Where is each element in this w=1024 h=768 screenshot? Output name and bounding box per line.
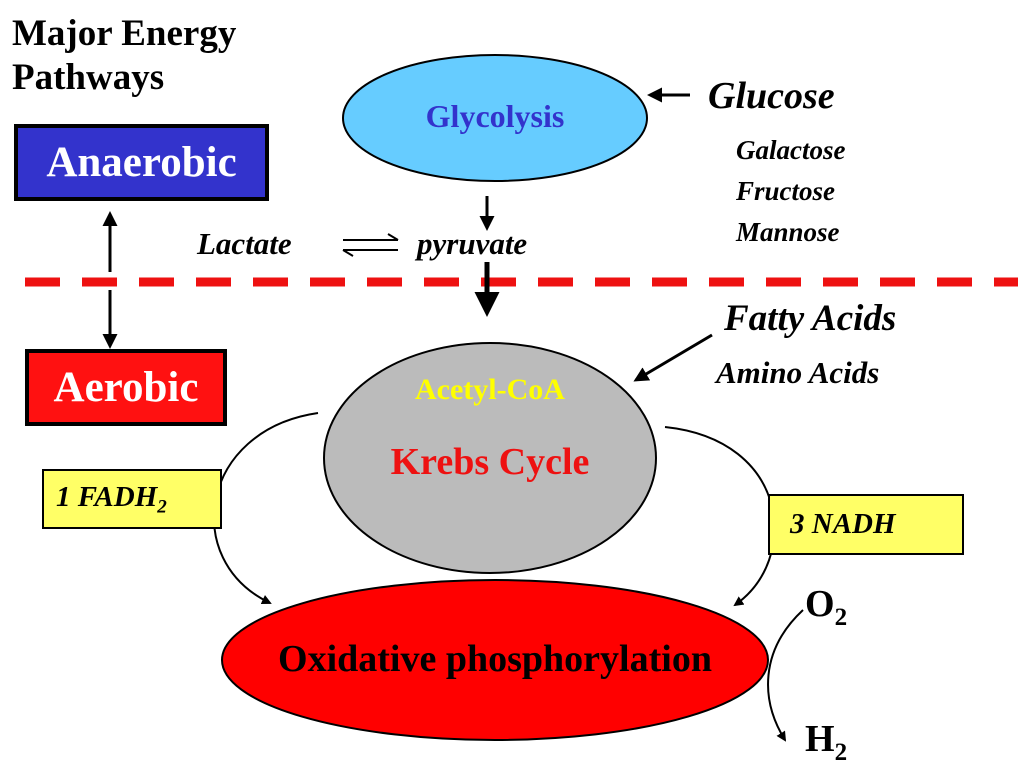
oxygen-to-water-curve-arrow <box>767 609 804 742</box>
hydrogen-text: H <box>805 718 835 760</box>
acetyl-coa-label: Acetyl-CoA <box>415 373 565 406</box>
anaerobic-box: Anaerobic <box>14 124 269 201</box>
fadh2-box: 1 FADH2 <box>42 469 222 529</box>
amino-acids-label: Amino Acids <box>716 355 880 390</box>
mannose-label: Mannose <box>736 217 840 247</box>
nadh-curve-arrow <box>664 426 776 607</box>
pyruvate-label: pyruvate <box>417 226 528 261</box>
oxygen-text: O <box>805 583 835 625</box>
oxygen-subscript: 2 <box>834 603 848 631</box>
glycolysis-ellipse <box>342 54 648 182</box>
title-line-2: Pathways <box>12 57 165 99</box>
lactate-label: Lactate <box>197 226 292 261</box>
nadh-box: 3 NADH <box>768 494 964 555</box>
krebs-cycle-ellipse <box>323 342 657 574</box>
lactate-pyruvate-equilibrium-arrows <box>342 233 399 257</box>
fadh-text: 1 FADH <box>56 481 158 513</box>
glucose-label: Glucose <box>708 75 835 117</box>
hydrogen-subscript: 2 <box>834 738 848 766</box>
fructose-label: Fructose <box>736 176 836 206</box>
oxygen-label: O2 <box>805 582 847 632</box>
krebs-cycle-label: Krebs Cycle <box>390 441 590 483</box>
hydrogen-label: H2 <box>805 717 847 767</box>
fadh-subscript: 2 <box>157 496 167 518</box>
oxidative-phosphorylation-label: Oxidative phosphorylation <box>278 638 712 680</box>
title-line-1: Major Energy <box>12 13 237 54</box>
aerobic-box: Aerobic <box>25 349 227 426</box>
fatty-acids-label: Fatty Acids <box>724 298 897 339</box>
galactose-label: Galactose <box>736 135 846 165</box>
fatty-acids-to-acetylcoa-arrow <box>633 333 713 382</box>
fadh-curve-arrow <box>212 412 319 605</box>
other-sugars-list: Galactose Fructose Mannose <box>736 130 845 253</box>
oxidative-phosphorylation-ellipse <box>221 579 769 741</box>
page-title: Major Energy Pathways <box>12 12 236 101</box>
glycolysis-label: Glycolysis <box>425 98 565 134</box>
